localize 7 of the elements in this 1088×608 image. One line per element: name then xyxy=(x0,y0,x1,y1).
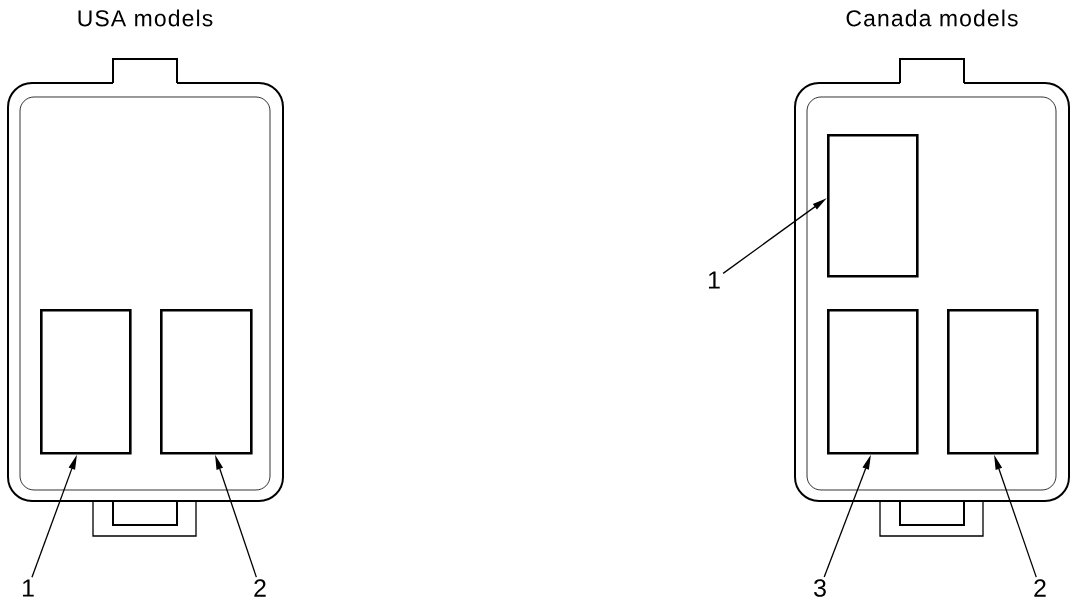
callout-number: 1 xyxy=(708,271,720,289)
callout-number: 1 xyxy=(22,579,34,597)
callout-number: 2 xyxy=(254,579,266,597)
heading: USA models xyxy=(78,9,213,27)
callout-number: 3 xyxy=(814,579,826,597)
callout-number: 2 xyxy=(1034,579,1046,597)
heading: Canada models xyxy=(846,9,1018,27)
